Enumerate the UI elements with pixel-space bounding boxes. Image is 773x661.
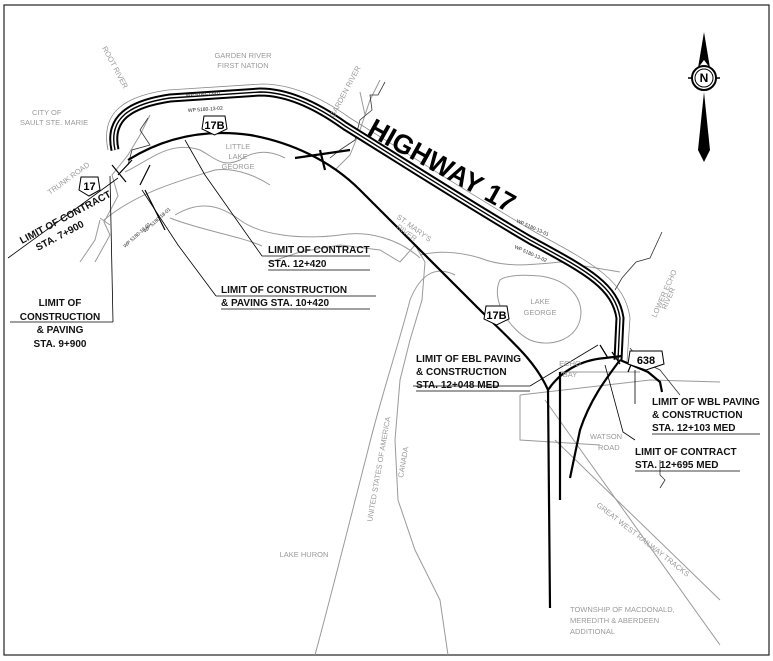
label-underlines [10, 269, 760, 472]
highway-17b-shield-south: 17B [483, 305, 510, 326]
highway-17-shield: 17 [78, 176, 101, 197]
shield-17b-south-text: 17B [486, 310, 506, 322]
highway-17b-shield-west: 17B [201, 115, 228, 136]
limit-construction-9900-line-1: LIMIT OF [39, 298, 82, 309]
limit-construction-9900-line-4: STA. 9+900 [34, 339, 87, 350]
label-township-3: ADDITIONAL [570, 627, 615, 636]
shield-17b-west-text: 17B [204, 120, 224, 132]
label-city-1: CITY OF [32, 108, 62, 117]
limit-contract-12695-line-1: LIMIT OF CONTRACT [635, 447, 737, 458]
limit-wbl-line-1: LIMIT OF WBL PAVING [652, 397, 760, 408]
label-township-1: TOWNSHIP OF MACDONALD, [570, 605, 675, 614]
label-echo-bay-1: ECHO [559, 359, 581, 368]
label-lake-george-1: LAKE [530, 297, 549, 306]
wp-label-1: WP 5180-13-01 [186, 91, 221, 99]
limit-contract-12420-line-1: LIMIT OF CONTRACT [268, 245, 370, 256]
shield-638-text: 638 [637, 355, 655, 367]
north-arrow-letter: N [700, 71, 709, 85]
limit-construction-10420-line-2: & PAVING STA. 10+420 [221, 298, 330, 309]
label-garden-river-fn-1: GARDEN RIVER [214, 51, 272, 60]
highway-17-corridor [106, 83, 631, 363]
label-little-lake-george-2: LAKE [228, 152, 247, 161]
limit-wbl-line-2: & CONSTRUCTION [652, 410, 743, 421]
label-township-2: MEREDITH & ABERDEEN [570, 616, 659, 625]
limit-ebl-line-3: STA. 12+048 MED [416, 380, 499, 391]
limit-contract-12420-line-2: STA. 12+420 [268, 259, 327, 270]
label-echo-bay-2: BAY [563, 370, 577, 379]
label-watson-road-2: ROAD [598, 443, 620, 452]
label-garden-river-fn-2: FIRST NATION [217, 61, 268, 70]
leader-lines [7, 139, 636, 441]
label-lake-george-2: GEORGE [524, 308, 557, 317]
map-frame [3, 4, 770, 656]
wp-label-2: WP 5180-13-02 [188, 106, 223, 114]
label-lake-huron: LAKE HURON [280, 550, 329, 559]
limit-construction-10420-line-1: LIMIT OF CONSTRUCTION [221, 285, 347, 296]
north-arrow: N [688, 32, 720, 162]
label-watson-road-1: WATSON [590, 432, 622, 441]
limit-ebl-line-2: & CONSTRUCTION [416, 367, 507, 378]
label-little-lake-george-1: LITTLE [226, 142, 251, 151]
label-city-2: SAULT STE. MARIE [20, 118, 88, 127]
highway-638-shield: 638 [627, 350, 665, 371]
label-little-lake-george-3: GEORGE [222, 162, 255, 171]
limit-wbl-line-3: STA. 12+103 MED [652, 423, 735, 434]
limit-construction-9900-line-3: & PAVING [37, 325, 84, 336]
limit-ebl-line-1: LIMIT OF EBL PAVING [416, 354, 521, 365]
limit-construction-9900-line-2: CONSTRUCTION [20, 312, 101, 323]
shorelines [79, 79, 721, 656]
limit-contract-12695-line-2: STA. 12+695 MED [635, 460, 718, 471]
shield-17-text: 17 [83, 181, 95, 193]
